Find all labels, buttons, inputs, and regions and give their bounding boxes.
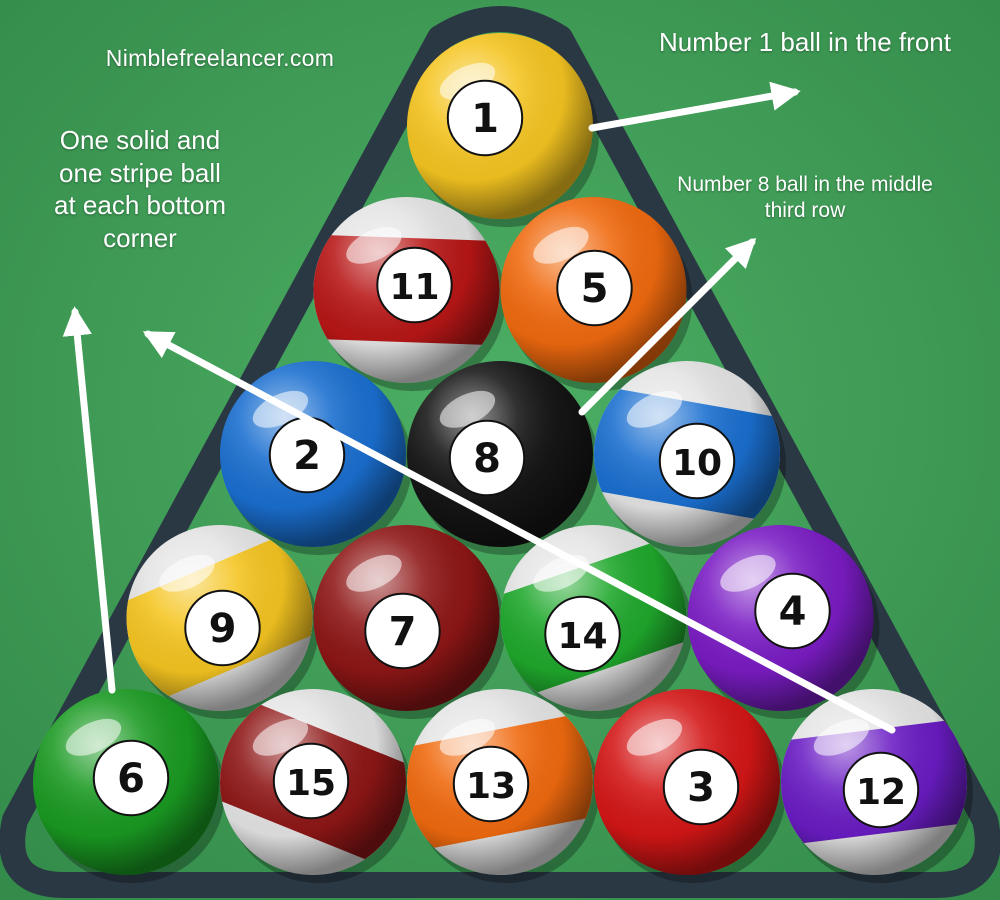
ball-number: 10 [672,443,722,484]
ball-number: 1 [471,96,499,142]
ball-number: 3 [687,765,715,811]
corner-note-line: corner [103,222,177,253]
ball-9: 9 [97,525,342,720]
number-disc [446,79,524,157]
corner-note-line: at each bottom [54,190,226,220]
ball-2: 2 [220,361,412,556]
front-ball-note: Number 1 ball in the front [659,27,951,57]
ball-number: 7 [389,609,417,655]
ball-number: 14 [557,616,607,657]
number-disc [556,249,633,327]
number-disc [544,595,621,673]
ball-highlight [533,226,589,264]
ball-number: 15 [286,763,336,804]
number-disc [662,748,740,826]
ball-number: 8 [473,436,501,482]
ball-11: 11 [310,197,506,392]
eight-note-line: Number 8 ball in the middle [677,173,933,196]
ball-6: 6 [33,689,225,884]
ball-number: 6 [117,756,145,802]
ball-4: 4 [687,525,880,720]
ball-1: 1 [407,33,599,228]
ball-number: 2 [293,433,321,479]
ball-number: 9 [209,606,237,652]
number-disc [184,589,261,667]
triangle-rack [0,6,1000,898]
number-disc [272,742,350,820]
ball-highlight [346,226,402,264]
ball-number: 11 [389,267,439,308]
arrow-to-front-note [588,81,801,132]
corner-balls-note: One solid and one stripe ball at each bo… [22,124,258,254]
ball-highlight [159,554,215,592]
number-disc [364,592,441,670]
number-disc [376,246,453,324]
ball-10: 10 [579,361,795,556]
ball-number: 5 [581,266,609,312]
ball-3: 3 [594,689,786,884]
ball-14: 14 [475,525,712,720]
ball-highlight [252,718,309,756]
ball-highlight [720,554,776,592]
arrows-group [62,81,896,734]
site-watermark: Nimblefreelancer.com [105,45,335,71]
ball-number: 12 [856,772,906,813]
ball-highlight [626,390,683,428]
ball-highlight [626,718,683,756]
ball-7: 7 [313,525,506,720]
ball-highlight [813,718,870,756]
ball-highlight [439,718,496,756]
number-disc [448,419,526,497]
number-disc [92,739,170,817]
corner-note-line: One solid and [59,125,221,155]
number-disc [842,751,920,829]
ball-15: 15 [191,689,435,884]
ball-number: 4 [779,589,807,635]
number-disc [452,745,530,823]
ball-highlight [439,390,496,428]
arrow-corner-left [62,306,116,694]
ball-12: 12 [770,689,978,884]
eight-note-line: third row [764,199,846,223]
ball-highlight [65,718,122,756]
eight-ball-note: Number 8 ball in the middle third row [640,172,970,225]
ball-13: 13 [390,689,610,884]
ball-highlight [346,554,402,592]
arrow-corner-right [142,330,896,734]
corner-note-line: one stripe ball [59,157,221,188]
arrow-to-eight-note [578,237,757,416]
ball-number: 13 [466,766,516,807]
number-disc [754,572,831,650]
number-disc [658,422,736,500]
